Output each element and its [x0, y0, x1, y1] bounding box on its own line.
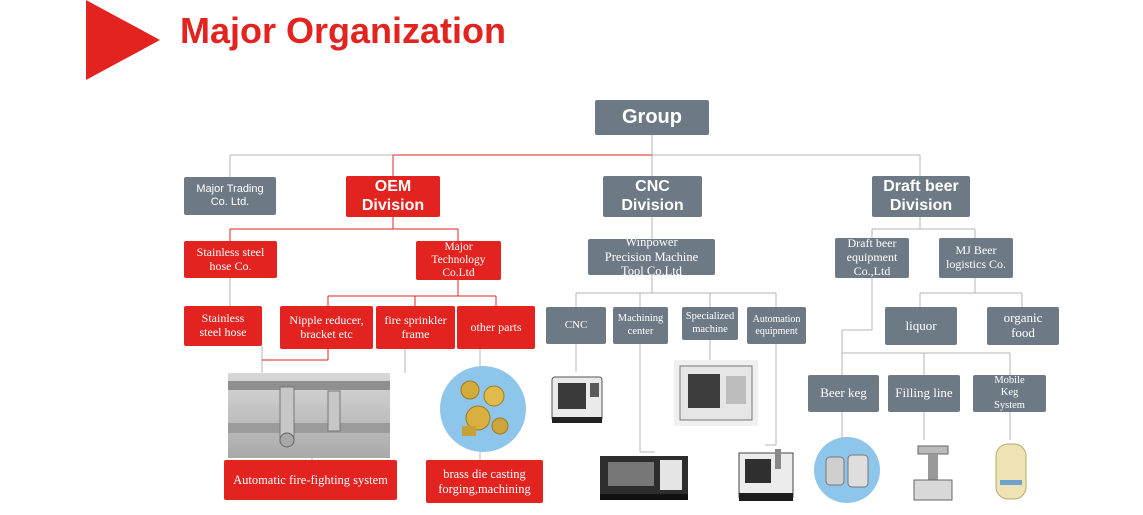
- specialized-machine-photo: [674, 360, 758, 426]
- page-title: Major Organization: [180, 10, 507, 51]
- winpower-node: Winpower Precision Machine Tool Co.Ltd: [588, 235, 715, 278]
- specialized-machine-node: Specialized machine: [682, 307, 738, 340]
- filling-line-node: Filling line: [888, 375, 960, 412]
- group-node: Group: [595, 100, 709, 135]
- cnc-node: CNC: [546, 307, 606, 344]
- machining-center-node: Machining center: [613, 307, 668, 344]
- major-trading-node: Major Trading Co. Ltd.: [184, 177, 276, 215]
- mobile-keg-photo: [992, 440, 1030, 503]
- fire-sprinkler-frame-node: fire sprinkler frame: [376, 306, 455, 349]
- stainless-steel-hose-node: Stainless steel hose: [184, 306, 262, 346]
- fire-fighting-system-node: Automatic fire-fighting system: [224, 460, 397, 500]
- nipple-reducer-node: Nipple reducer, bracket etc: [280, 306, 373, 349]
- beer-keg-photo: [814, 437, 880, 503]
- cnc-machine-photo: [550, 373, 605, 425]
- mobile-keg-system-node: Mobile Keg System: [973, 375, 1046, 412]
- major-technology-node: Major Technology Co.Ltd: [416, 241, 501, 280]
- filling-line-photo: [910, 440, 956, 503]
- draft-beer-equipment-node: Draft beer equipment Co.,Ltd: [835, 236, 909, 278]
- mj-beer-logistics-node: MJ Beer logistics Co.: [939, 238, 1013, 278]
- stainless-steel-hose-co-node: Stainless steel hose Co.: [184, 241, 277, 278]
- oem-division-node: OEM Division: [346, 176, 440, 217]
- other-parts-node: other parts: [457, 306, 535, 349]
- brass-parts-photo: [440, 366, 526, 452]
- fire-fighting-system-photo: [228, 373, 390, 458]
- brass-die-casting-node: brass die casting forging,machining: [426, 460, 543, 503]
- machining-center-photo: [598, 452, 690, 502]
- organic-food-node: organic food: [987, 307, 1059, 345]
- cnc-division-node: CNC Division: [603, 176, 702, 217]
- liquor-node: liquor: [885, 307, 957, 345]
- beer-keg-node: Beer keg: [808, 375, 879, 412]
- draft-beer-division-node: Draft beer Division: [872, 176, 970, 217]
- header-arrow-icon: [86, 0, 160, 80]
- automation-equipment-node: Automation equipment: [747, 307, 806, 344]
- automation-equipment-photo: [735, 445, 797, 503]
